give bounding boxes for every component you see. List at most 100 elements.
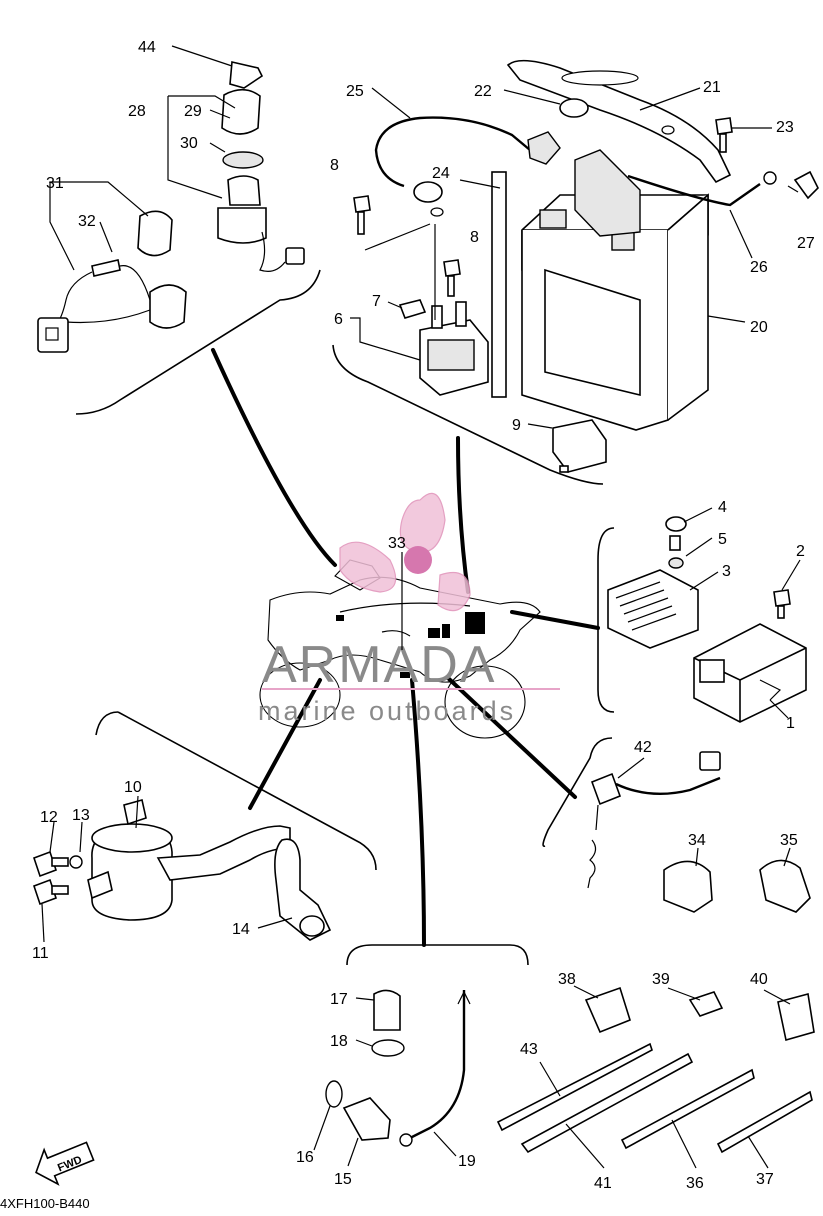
- callout-43: 43: [520, 1041, 538, 1058]
- starter-relay: [398, 299, 489, 396]
- callout-31: 31: [46, 175, 64, 192]
- breather-tube: [491, 171, 507, 398]
- bolt-8-right: [443, 259, 461, 297]
- armada-logo: [339, 492, 471, 612]
- cable-tie-41: [520, 1052, 694, 1154]
- cap-22: [559, 98, 589, 118]
- connector-ignition: [211, 348, 337, 567]
- callout-21: 21: [703, 79, 721, 96]
- callout-19: 19: [458, 1153, 476, 1170]
- callout-29: 29: [184, 103, 202, 120]
- battery-band: [506, 59, 732, 184]
- frame-regulator-group: [597, 527, 615, 713]
- callout-13: 13: [72, 807, 90, 824]
- switch-42: [587, 751, 721, 889]
- callout-4: 4: [718, 499, 727, 516]
- callout-8-left: 8: [330, 157, 339, 174]
- fwd-arrow: [35, 1141, 95, 1186]
- frame-coil-top: [95, 711, 119, 736]
- bolt-11: [32, 878, 69, 906]
- callout-17: 17: [330, 991, 348, 1008]
- cable-tie-36: [620, 1068, 755, 1150]
- callout-38: 38: [558, 971, 576, 988]
- callout-40: 40: [750, 971, 768, 988]
- neutral-switch-set: [37, 210, 187, 353]
- battery-cable-positive: [374, 116, 561, 217]
- bolt-8-left: [353, 195, 371, 235]
- connector-switch: [446, 676, 577, 799]
- battery: [521, 149, 709, 431]
- rectifier-regulator: [607, 516, 699, 649]
- callout-3: 3: [722, 563, 731, 580]
- connector-sensor: [410, 678, 426, 947]
- frame-coil-group: [117, 711, 377, 871]
- spark-plug-cap: [274, 838, 332, 941]
- callout-10: 10: [124, 779, 142, 796]
- main-switch: [217, 61, 305, 272]
- watermark-brand: ARMADA: [262, 636, 496, 694]
- callout-27: 27: [797, 235, 815, 252]
- ignition-coil: [87, 799, 291, 921]
- cable-tie-43: [496, 1042, 653, 1132]
- watermark-tagline: marine outboards: [258, 696, 516, 726]
- callout-7: 7: [372, 293, 381, 310]
- callout-42: 42: [634, 739, 652, 756]
- callout-28: 28: [128, 103, 146, 120]
- callout-33: 33: [388, 535, 406, 552]
- clamp-40: [777, 992, 815, 1042]
- callout-23: 23: [776, 119, 794, 136]
- callout-36: 36: [686, 1175, 704, 1192]
- cable-tie-37: [716, 1090, 813, 1154]
- callout-25: 25: [346, 83, 364, 100]
- gasket-18: [371, 1039, 405, 1057]
- callout-15: 15: [334, 1171, 352, 1188]
- callout-12: 12: [40, 809, 58, 826]
- sensor-17: [373, 989, 401, 1031]
- callout-30: 30: [180, 135, 198, 152]
- gasket-16: [325, 1080, 343, 1108]
- callout-44: 44: [138, 39, 156, 56]
- bolt-12: [32, 850, 69, 878]
- atv-body-outline: [259, 559, 541, 739]
- callout-26: 26: [750, 259, 768, 276]
- frame-sensor-group: [346, 944, 529, 966]
- callout-14: 14: [232, 921, 250, 938]
- callout-35: 35: [780, 832, 798, 849]
- callout-24: 24: [432, 165, 450, 182]
- connector-battery: [456, 436, 470, 594]
- callout-41: 41: [594, 1175, 612, 1192]
- bolt-23: [715, 117, 733, 153]
- callout-8-right: 8: [470, 229, 479, 246]
- frame-battery-group: [332, 344, 604, 485]
- diagram-code: 4XFH100-B440: [0, 1196, 90, 1211]
- callout-2: 2: [796, 543, 805, 560]
- callout-37: 37: [756, 1171, 774, 1188]
- leader-lines: [41, 45, 801, 1169]
- callout-11: 11: [32, 945, 49, 962]
- callout-34: 34: [688, 832, 706, 849]
- connector-regulator: [510, 610, 600, 630]
- clamp-39: [688, 991, 724, 1017]
- clamp-38: [584, 986, 631, 1034]
- callout-1: 1: [786, 715, 795, 732]
- battery-cable-negative: [627, 170, 819, 207]
- callout-39: 39: [652, 971, 670, 988]
- callout-18: 18: [330, 1033, 348, 1050]
- sensor-15: [342, 1097, 391, 1141]
- callout-20: 20: [750, 319, 768, 336]
- callout-6: 6: [334, 311, 343, 328]
- washer-13: [69, 855, 83, 869]
- clamp-34: [663, 860, 713, 913]
- callout-5: 5: [718, 531, 727, 548]
- callout-32: 32: [78, 213, 96, 230]
- frame-ignition-group: [75, 269, 321, 415]
- fuse: [552, 419, 607, 473]
- callout-9: 9: [512, 417, 521, 434]
- lead-wire-19: [399, 990, 471, 1147]
- cdi-unit: [693, 623, 807, 723]
- clamp-35: [759, 859, 811, 913]
- connector-coil: [248, 678, 322, 810]
- callout-22: 22: [474, 83, 492, 100]
